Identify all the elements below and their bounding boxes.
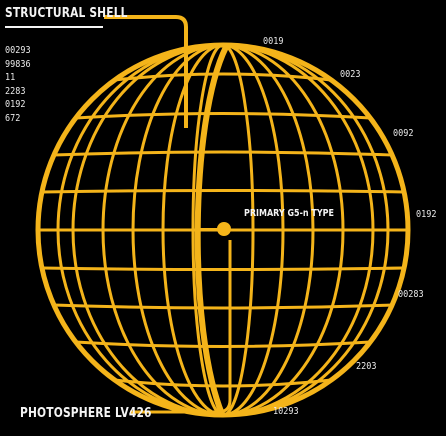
rim-readout: 0092 [393, 128, 414, 139]
rim-readout: 2203 [356, 361, 377, 372]
left-readout: 672 [5, 112, 21, 124]
structural-shell-underline [5, 26, 103, 28]
sphere-outline [35, 42, 411, 418]
structural-shell-leader [104, 15, 188, 128]
left-readout: 00293 [5, 45, 31, 56]
rim-readout: 00283 [398, 289, 424, 300]
rim-readout: 10293 [273, 406, 299, 417]
left-readout: 0192 [5, 99, 26, 111]
rim-readout: 0023 [340, 69, 361, 80]
latitude-line [114, 378, 332, 388]
rim-readout: 0019 [263, 36, 284, 47]
rim-readout: 0192 [416, 209, 437, 220]
core-dot [217, 222, 231, 236]
structural-shell-label: STRUCTURAL SHELL [5, 6, 128, 21]
latitude-line [53, 303, 393, 310]
latitude-line [114, 72, 332, 82]
left-readout: 2283 [5, 85, 26, 97]
latitude-line [41, 188, 405, 194]
latitude-line [41, 266, 405, 272]
photosphere-leader [130, 240, 232, 414]
latitude-line [75, 340, 371, 348]
left-readout: 11 [5, 72, 16, 84]
primary-type-label: PRIMARY G5-n TYPE [244, 208, 334, 219]
left-readout-list: 00293 99836 11 2283 0192 672 [5, 44, 35, 126]
terminator-band [194, 45, 229, 416]
left-readout: 99836 [5, 58, 31, 70]
photosphere-label: PHOTOSPHERE LV426 [20, 406, 152, 421]
latitude-line [75, 112, 371, 120]
latitude-line [53, 150, 393, 157]
